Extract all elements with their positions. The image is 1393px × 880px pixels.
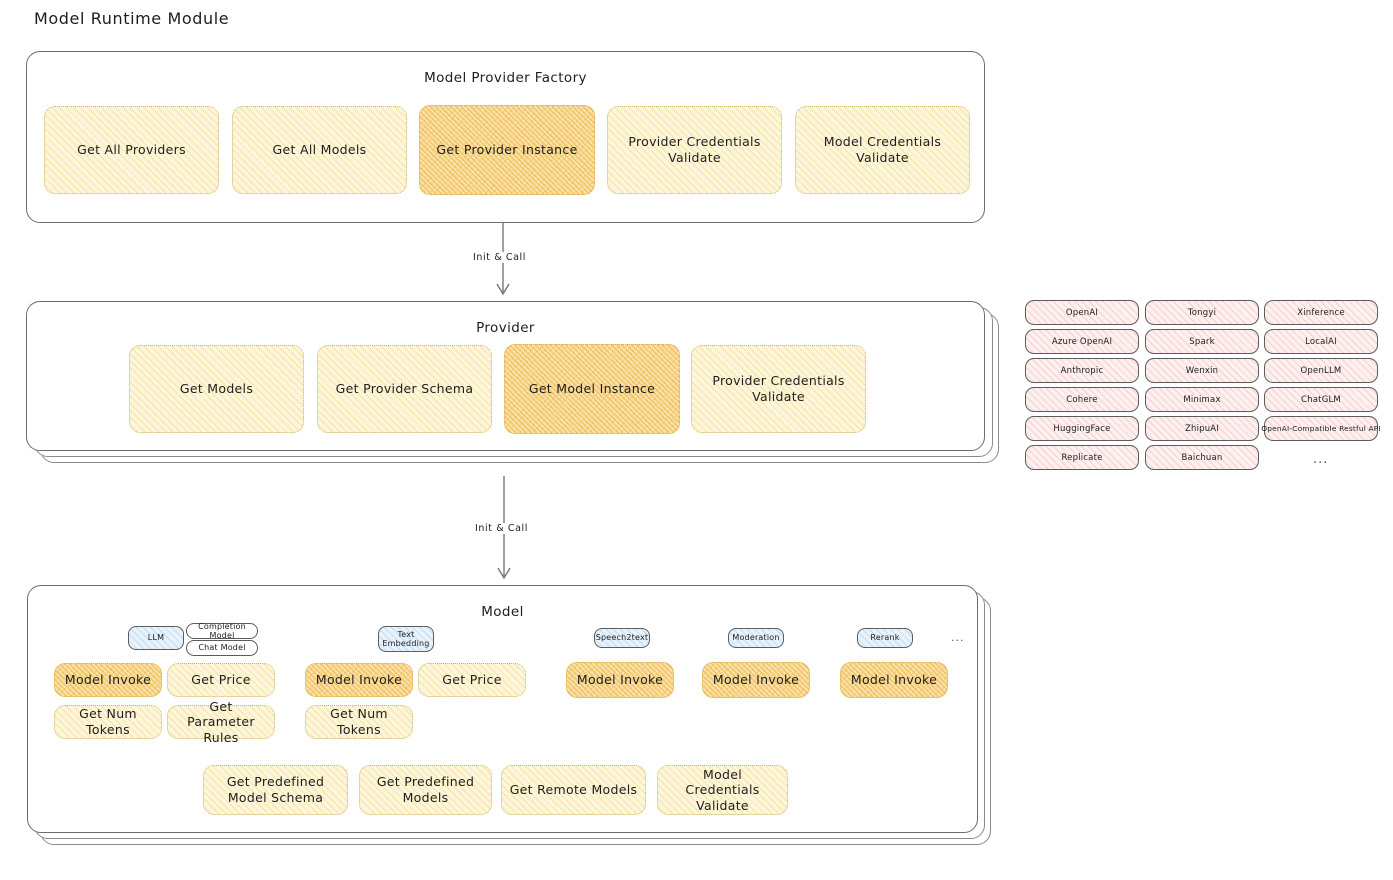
provider-chip-anthropic[interactable]: Anthropic (1025, 358, 1139, 383)
provider-chip-spark[interactable]: Spark (1145, 329, 1259, 354)
provider-method-get-model-instance[interactable]: Get Model Instance (504, 344, 680, 434)
factory-method-model-credentials-validate[interactable]: Model Credentials Validate (795, 106, 970, 194)
provider-list-more-ellipsis: ... (1313, 452, 1329, 467)
model-llm-method-get-parameter-rules[interactable]: Get Parameter Rules (167, 699, 275, 745)
model-type-badge-speech2text[interactable]: Speech2text (594, 628, 650, 648)
page-title: Model Runtime Module (34, 9, 230, 28)
provider-chip-localai[interactable]: LocalAI (1264, 329, 1378, 354)
provider-chip-replicate[interactable]: Replicate (1025, 445, 1139, 470)
model-subtype-badge-chat-model[interactable]: Chat Model (186, 640, 258, 656)
model-type-badge-text-embedding[interactable]: Text Embedding (378, 626, 434, 652)
provider-chip-xinference[interactable]: Xinference (1264, 300, 1378, 325)
factory-method-get-all-providers[interactable]: Get All Providers (44, 106, 219, 194)
factory-method-get-provider-instance[interactable]: Get Provider Instance (419, 105, 595, 195)
provider-chip-azure-openai[interactable]: Azure OpenAI (1025, 329, 1139, 354)
provider-chip-openai-compatible-restful-api[interactable]: OpenAI-Compatible Restful API (1261, 416, 1381, 441)
model-llm-method-get-num-tokens[interactable]: Get Num Tokens (54, 705, 162, 739)
provider-chip-tongyi[interactable]: Tongyi (1145, 300, 1259, 325)
provider-chip-wenxin[interactable]: Wenxin (1145, 358, 1259, 383)
model-llm-method-get-price[interactable]: Get Price (167, 663, 275, 697)
model-title: Model (481, 604, 524, 620)
model-text-embedding-method-get-num-tokens[interactable]: Get Num Tokens (305, 705, 413, 739)
model-llm-method-model-invoke[interactable]: Model Invoke (54, 663, 162, 697)
model-provider-factory-title: Model Provider Factory (424, 70, 587, 86)
model-text-embedding-method-model-invoke[interactable]: Model Invoke (305, 663, 413, 697)
model-types-more-ellipsis: ... (951, 631, 965, 644)
model-shared-method-get-remote-models[interactable]: Get Remote Models (501, 765, 646, 815)
arrow-label-init-and-call-2: Init & Call (472, 523, 531, 534)
provider-method-get-provider-schema[interactable]: Get Provider Schema (317, 345, 492, 433)
model-type-badge-llm[interactable]: LLM (128, 626, 184, 650)
factory-method-get-all-models[interactable]: Get All Models (232, 106, 407, 194)
model-shared-method-get-predefined-models[interactable]: Get Predefined Models (359, 765, 492, 815)
model-type-badge-moderation[interactable]: Moderation (728, 628, 784, 648)
provider-chip-cohere[interactable]: Cohere (1025, 387, 1139, 412)
provider-chip-minimax[interactable]: Minimax (1145, 387, 1259, 412)
model-shared-method-get-predefined-model-schema[interactable]: Get Predefined Model Schema (203, 765, 348, 815)
model-rerank-method-model-invoke[interactable]: Model Invoke (840, 662, 948, 698)
provider-chip-huggingface[interactable]: HuggingFace (1025, 416, 1139, 441)
provider-method-provider-credentials-validate[interactable]: Provider Credentials Validate (691, 345, 866, 433)
model-moderation-method-model-invoke[interactable]: Model Invoke (702, 662, 810, 698)
factory-method-provider-credentials-validate[interactable]: Provider Credentials Validate (607, 106, 782, 194)
provider-title: Provider (476, 320, 535, 336)
model-text-embedding-method-get-price[interactable]: Get Price (418, 663, 526, 697)
provider-chip-openai[interactable]: OpenAI (1025, 300, 1139, 325)
provider-chip-zhipuai[interactable]: ZhipuAI (1145, 416, 1259, 441)
provider-chip-openllm[interactable]: OpenLLM (1264, 358, 1378, 383)
arrow-label-init-and-call-1: Init & Call (470, 252, 529, 263)
model-subtype-badge-completion-model[interactable]: Completion Model (186, 622, 258, 640)
provider-chip-chatglm[interactable]: ChatGLM (1264, 387, 1378, 412)
model-type-badge-rerank[interactable]: Rerank (857, 628, 913, 648)
provider-method-get-models[interactable]: Get Models (129, 345, 304, 433)
model-speech2text-method-model-invoke[interactable]: Model Invoke (566, 662, 674, 698)
provider-chip-baichuan[interactable]: Baichuan (1145, 445, 1259, 470)
model-shared-method-model-credentials-validate[interactable]: Model Credentials Validate (657, 765, 788, 815)
